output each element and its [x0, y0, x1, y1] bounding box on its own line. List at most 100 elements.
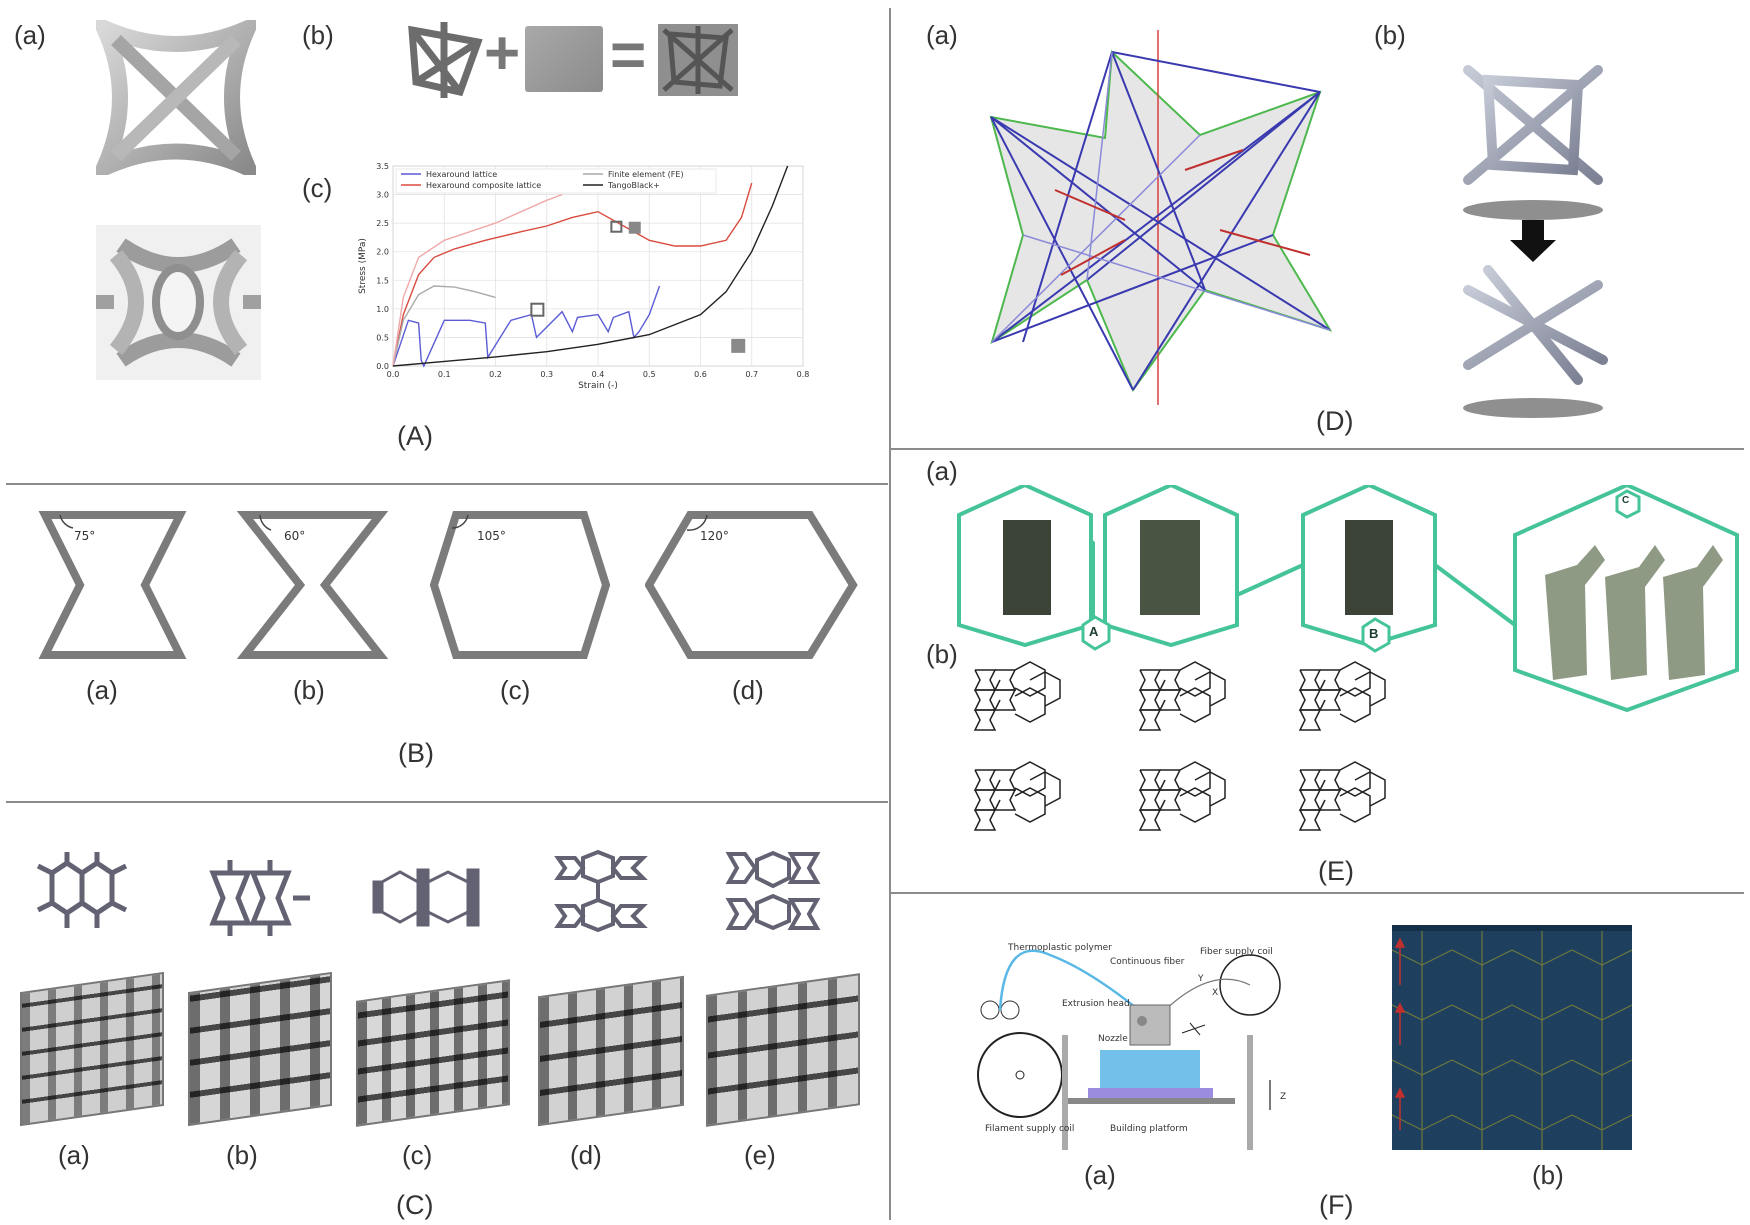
y-tick-label: 1.0: [376, 305, 389, 314]
equals-sign: =: [610, 21, 647, 90]
panel-D-sub-a: (a): [926, 20, 958, 50]
star-lattice-wireframe: [989, 30, 1333, 405]
composite-lattice-icon: [658, 24, 738, 96]
lattice-3d-render-d: [538, 975, 684, 1127]
divider-B-C: [6, 801, 888, 803]
x-tick-label: 0.4: [592, 370, 605, 379]
cube-icon: [731, 338, 746, 353]
x-tick-label: 0.7: [745, 370, 758, 379]
panel-E-caption: (E): [1318, 856, 1354, 886]
y-axis-label: Stress (MPa): [358, 238, 368, 294]
fff-printer-schematic: [977, 949, 1281, 1150]
panel-E-sub-b: (b): [926, 639, 958, 669]
vertical-divider: [889, 8, 891, 1220]
lattice-3d-render-e: [706, 973, 860, 1127]
legend-label: Hexaround composite lattice: [426, 181, 541, 190]
reentrant-cell-60: [236, 511, 389, 659]
panel-C-label-d: (d): [570, 1140, 602, 1170]
y-tick-label: 0.5: [376, 333, 389, 342]
panel-B-label-c: (c): [500, 675, 531, 705]
label-axis-x: X: [1212, 988, 1219, 998]
plus-sign: +: [484, 19, 521, 88]
y-tick-label: 1.5: [376, 276, 389, 285]
badge-A: A: [1089, 624, 1099, 639]
cell-pattern-c: [372, 868, 480, 927]
panel-C-label-e: (e): [744, 1140, 776, 1170]
x-tick-label: 0.3: [540, 370, 553, 379]
badge-B: B: [1369, 626, 1379, 641]
label-fiber-supply-coil: Fiber supply coil: [1200, 947, 1273, 957]
angle-105: 105°: [477, 529, 506, 543]
label-extrusion-head: Extrusion head: [1062, 999, 1130, 1009]
legend-label: Finite element (FE): [608, 170, 684, 179]
panel-F-sub-a: (a): [1084, 1160, 1116, 1190]
label-continuous-fiber: Continuous fiber: [1110, 957, 1185, 967]
lattice-3d-render-c: [356, 979, 510, 1127]
panel-E-sub-a: (a): [926, 456, 958, 486]
panel-D-sub-b: (b): [1374, 20, 1406, 50]
cell-pattern-b: [209, 860, 310, 936]
x-tick-label: 0.5: [643, 370, 656, 379]
label-building-platform: Building platform: [1110, 1124, 1188, 1134]
panel-C-label-a: (a): [58, 1140, 90, 1170]
x-axis-label: Strain (-): [578, 381, 618, 391]
x-tick-label: 0.2: [489, 370, 502, 379]
panel-A-sub-a: (a): [14, 20, 46, 50]
label-thermoplastic-polymer: Thermoplastic polymer: [1008, 943, 1112, 953]
legend-label: TangoBlack+: [607, 181, 660, 190]
angle-60: 60°: [284, 529, 306, 543]
lattice-unit-icon: [408, 22, 483, 98]
divider-D-E: [891, 448, 1744, 450]
lattice-3d-render-a: [20, 971, 164, 1127]
panel-C-label-b: (b): [226, 1140, 258, 1170]
panel-A-caption: (A): [397, 421, 433, 451]
badge-C: C: [1622, 495, 1630, 506]
unit-cell-render-bottom: [96, 225, 261, 380]
series-line: [392, 285, 661, 368]
y-tick-label: 0.0: [376, 362, 389, 371]
divider-A-B: [6, 483, 888, 485]
legend-label: Hexaround lattice: [426, 170, 497, 179]
label-axis-z: Z: [1280, 1092, 1287, 1102]
series-line: [392, 182, 753, 367]
series-line: [392, 193, 563, 367]
panel-F-sub-b: (b): [1532, 1160, 1564, 1190]
angle-75: 75°: [74, 529, 96, 543]
reentrant-cell-75: [38, 511, 187, 659]
panel-B-label-b: (b): [293, 675, 325, 705]
label-filament-supply-coil: Filament supply coil: [985, 1124, 1075, 1134]
panel-C-caption: (C): [396, 1190, 434, 1220]
panel-D-caption: (D): [1316, 406, 1354, 436]
y-tick-label: 2.0: [376, 248, 389, 257]
lattice-icon: [530, 302, 545, 317]
composite-honeycomb-render: [1392, 925, 1632, 1150]
unit-cell-render-top: [96, 20, 256, 175]
cell-pattern-a: [36, 852, 128, 928]
solid-cube-icon: [525, 26, 603, 92]
series-line: [392, 165, 789, 367]
series-line: [392, 285, 496, 367]
cell-pattern-d: [554, 849, 648, 933]
panel-F-caption: (F): [1319, 1190, 1354, 1220]
panel-A-sub-b: (b): [302, 20, 334, 50]
cell-pattern-e: [725, 850, 821, 931]
hexagon-implant-chain: [957, 485, 1739, 713]
star-lattice-3d-render: [1453, 30, 1613, 418]
y-tick-label: 2.5: [376, 219, 389, 228]
cube-icon-composite: [628, 221, 641, 234]
panel-B-label-a: (a): [86, 675, 118, 705]
y-tick-label: 3.5: [376, 162, 389, 171]
lattice-icon-composite: [610, 220, 623, 233]
hexagon-cell-120: [645, 511, 858, 659]
graded-cell-patterns: [973, 661, 1386, 831]
panel-C-label-c: (c): [402, 1140, 433, 1170]
label-axis-y: Y: [1198, 974, 1204, 984]
angle-120: 120°: [700, 529, 729, 543]
panel-B-label-d: (d): [732, 675, 764, 705]
legend-box: [395, 168, 717, 194]
divider-E-F: [891, 892, 1744, 894]
x-tick-label: 0.6: [694, 370, 707, 379]
lattice-3d-render-b: [188, 971, 332, 1127]
x-tick-label: 0.0: [387, 370, 400, 379]
